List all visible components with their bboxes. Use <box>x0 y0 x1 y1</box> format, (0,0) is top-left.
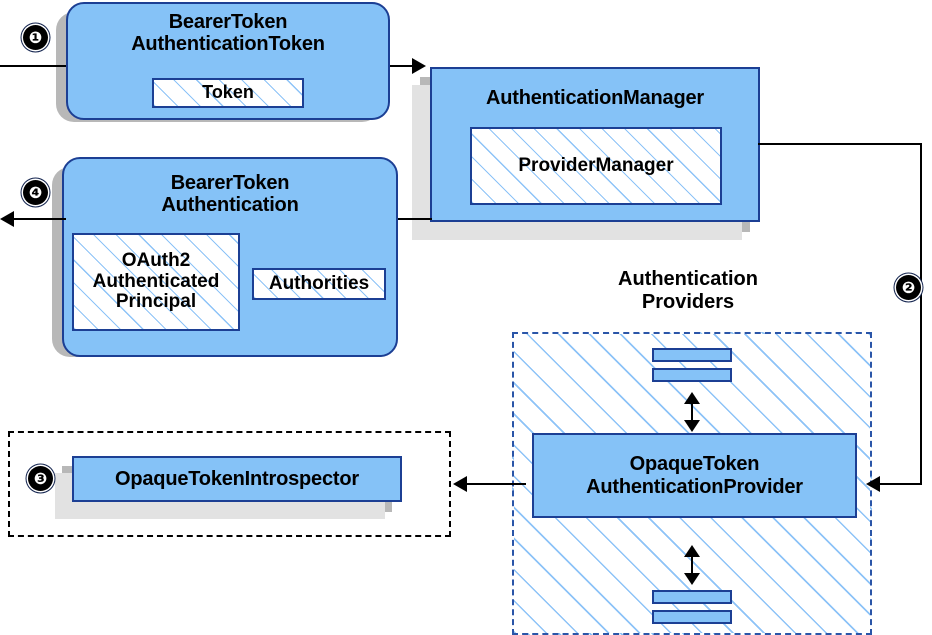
authentication-providers-caption: Authentication Providers <box>618 268 758 313</box>
opaque-token-introspector-region <box>8 431 451 537</box>
oauth2-authenticated-principal-inner-box[interactable]: OAuth2 Authenticated Principal <box>72 233 240 331</box>
step-badge-3: ❸ <box>28 466 53 491</box>
step-badge-2: ❷ <box>896 275 921 300</box>
connector-authentication-out <box>14 218 66 220</box>
provider-stub-bottom-bar-2 <box>652 610 732 624</box>
opaque-token-introspector-title: OpaqueTokenIntrospector <box>115 467 359 490</box>
connector-provider-stub-top <box>691 398 693 424</box>
arrowhead-provider-stub-bottom-down <box>684 573 700 585</box>
connector-manager-to-provider-bottom <box>878 483 922 485</box>
step-badge-1: ❶ <box>23 25 48 50</box>
arrowhead-provider-stub-top-down <box>684 420 700 432</box>
opaque-token-authentication-provider-title: OpaqueToken AuthenticationProvider <box>586 453 803 498</box>
token-inner-box[interactable]: Token <box>152 78 304 108</box>
arrowhead-authentication-out <box>0 211 14 227</box>
arrowhead-token-to-manager <box>412 58 426 74</box>
opaque-token-introspector-box[interactable]: OpaqueTokenIntrospector <box>72 456 402 502</box>
authorities-inner-box[interactable]: Authorities <box>252 268 386 300</box>
provider-stub-top-bar-1 <box>652 348 732 362</box>
arrowhead-provider-stub-top-up <box>684 392 700 404</box>
connector-manager-to-provider-vertical <box>920 143 922 485</box>
bearer-token-authentication-token-box[interactable]: BearerToken AuthenticationToken <box>66 2 390 120</box>
bearer-token-authentication-token-title: BearerToken AuthenticationToken <box>131 11 325 56</box>
provider-stub-bottom-bar-1 <box>652 590 732 604</box>
connector-manager-to-authentication <box>398 218 432 220</box>
arrowhead-provider-to-introspector <box>453 476 467 492</box>
step-badge-4: ❹ <box>23 180 48 205</box>
connector-provider-stub-bottom <box>691 551 693 577</box>
connector-token-to-manager <box>390 65 415 67</box>
provider-stub-top-bar-2 <box>652 368 732 382</box>
arrowhead-manager-to-provider <box>866 476 880 492</box>
connector-provider-to-introspector <box>466 483 526 485</box>
opaque-token-authentication-provider-box[interactable]: OpaqueToken AuthenticationProvider <box>532 433 857 518</box>
authentication-manager-title: AuthenticationManager <box>485 87 705 109</box>
bearer-token-authentication-title: BearerToken Authentication <box>161 172 299 217</box>
connector-request-in <box>0 65 66 67</box>
arrowhead-provider-stub-bottom-up <box>684 545 700 557</box>
connector-manager-to-provider-top <box>758 143 922 145</box>
provider-manager-inner-box[interactable]: ProviderManager <box>470 127 722 205</box>
